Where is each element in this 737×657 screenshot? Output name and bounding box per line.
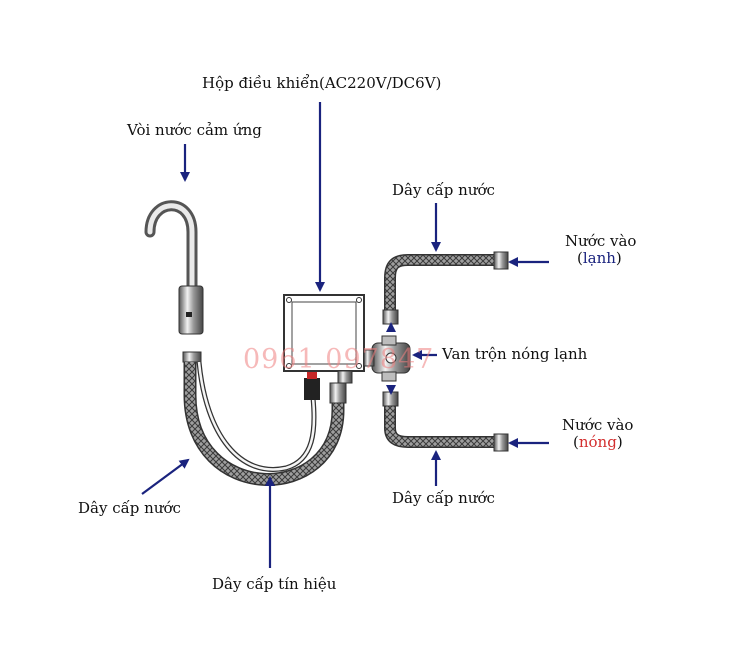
- label-cold-inlet: Nước vào: [565, 232, 637, 250]
- label-water-hose-left: Dây cấp nước: [78, 499, 181, 517]
- label-water-hose-top: Dây cấp nước: [392, 181, 495, 199]
- signal-cable: [196, 361, 320, 472]
- label-cold-word: (lạnh): [577, 249, 622, 267]
- mixer-valve: [363, 335, 411, 382]
- label-sensor-faucet: Vòi nước cảm ứng: [127, 121, 262, 139]
- label-signal-cable: Dây cấp tín hiệu: [212, 575, 337, 593]
- cold-word: lạnh: [582, 249, 616, 267]
- label-hot-inlet: Nước vào: [562, 416, 634, 434]
- hot-word: nóng: [578, 433, 617, 451]
- hot-water-hose: [382, 391, 509, 452]
- label-control-box: Hộp điều khiển(AC220V/DC6V): [202, 74, 442, 92]
- left-water-hose: [183, 362, 347, 486]
- label-water-hose-bottom: Dây cấp nước: [392, 489, 495, 507]
- watermark-phone: 0961 097847: [243, 344, 435, 375]
- pointer-arrows: [141, 102, 549, 568]
- cold-water-hose: [382, 251, 509, 325]
- sensor-faucet: [144, 200, 204, 363]
- control-box: [283, 294, 365, 384]
- label-hot-word: (nóng): [573, 433, 623, 451]
- label-mixer-valve: Van trộn nóng lạnh: [442, 345, 588, 363]
- arrow-water-hose-left: [141, 458, 190, 495]
